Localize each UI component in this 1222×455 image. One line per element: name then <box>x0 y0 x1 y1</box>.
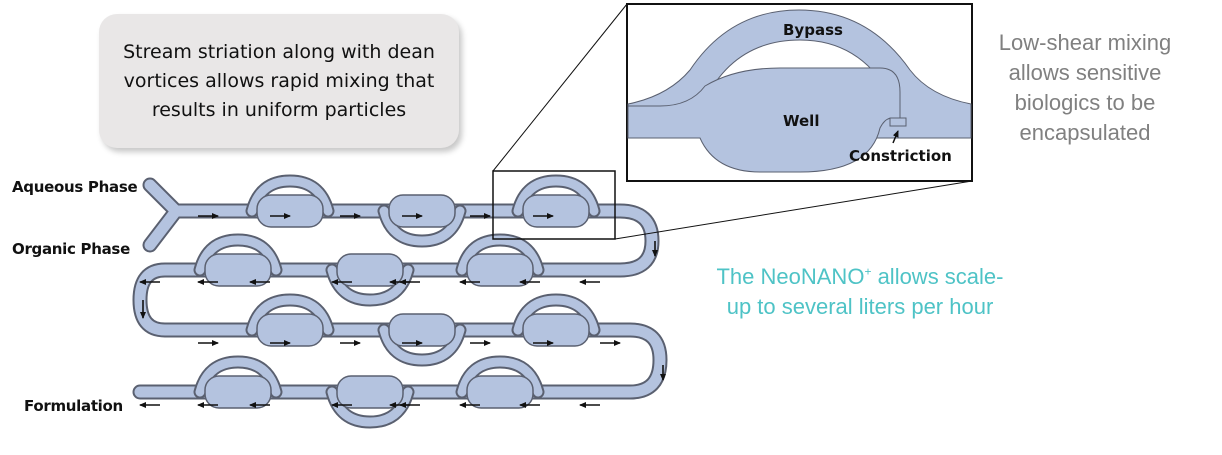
mixing-unit-r2-2 <box>455 233 545 287</box>
formulation-label: Formulation <box>24 397 123 415</box>
constriction-pointer <box>892 130 899 144</box>
mixing-unit-r2-0 <box>193 233 283 287</box>
constriction-label: Constriction <box>849 147 952 165</box>
zoom-box <box>492 170 616 240</box>
mixing-unit-r4-2 <box>455 355 545 409</box>
mixing-unit-r1-0 <box>245 174 335 228</box>
zoom-connector-bottom <box>614 180 973 240</box>
mixing-unit-r3-2 <box>511 293 601 347</box>
aqueous-phase-label: Aqueous Phase <box>12 178 138 196</box>
low-shear-note: Low-shear mixing allows sensitive biolog… <box>998 30 1172 145</box>
serpentine-channel <box>132 174 668 429</box>
scaleup-superscript: + <box>864 264 872 279</box>
scaleup-note: The NeoNANO+ allows scale-up to several … <box>710 262 1010 322</box>
mixing-callout: Stream striation along with dean vortice… <box>99 14 459 148</box>
mixing-unit-r4-0 <box>193 355 283 409</box>
mixing-unit-r1-1 <box>377 194 467 248</box>
organic-phase-label: Organic Phase <box>12 240 130 258</box>
mixing-unit-r4-1 <box>325 375 415 429</box>
mixing-unit-r3-1 <box>377 313 467 367</box>
mixing-unit-r2-1 <box>325 253 415 307</box>
mixing-unit-r3-0 <box>245 293 335 347</box>
bypass-label: Bypass <box>783 21 843 39</box>
scaleup-prefix: The NeoNANO <box>716 264 865 289</box>
zoom-connector-top <box>492 3 628 172</box>
inset-view: Bypass Well Constriction <box>626 3 973 182</box>
well-label: Well <box>783 112 819 130</box>
callout-text: Stream striation along with dean vortice… <box>123 40 435 121</box>
scaleup-suffix: allows scale-up to several liters per ho… <box>726 264 1004 319</box>
mixing-unit-r1-2 <box>511 174 601 228</box>
